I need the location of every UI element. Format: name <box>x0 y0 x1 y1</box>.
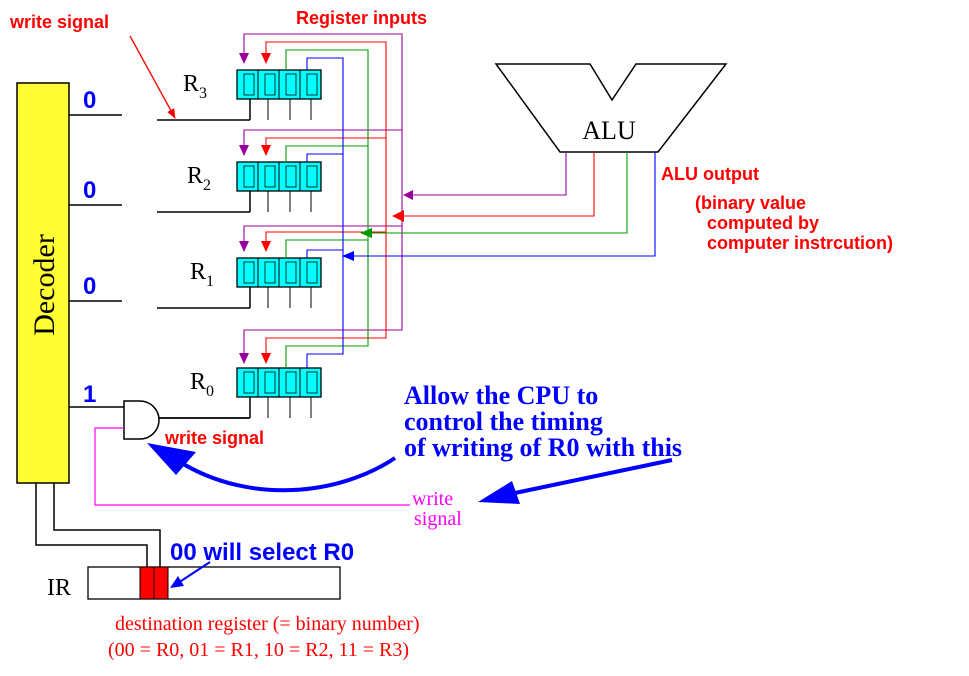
decoder: Decoder <box>16 82 70 484</box>
register-r3 <box>236 69 322 120</box>
decoder-output-0: 1 <box>83 381 96 408</box>
decoder-output-values: 0 0 0 1 <box>83 87 96 408</box>
write-small-line-2: signal <box>414 508 462 530</box>
cpu-note-line-1: Allow the CPU to <box>404 381 598 410</box>
select-arrowhead <box>170 576 184 588</box>
cpu-note-line-2: control the timing <box>404 407 603 436</box>
write-signal-gate-label: write signal <box>164 428 264 448</box>
cpu-control-arrow <box>178 456 397 493</box>
register-names: R3 R2 R1 R0 <box>183 71 214 400</box>
write-signal-wire <box>94 427 410 506</box>
alu-output-label: ALU output <box>661 164 759 184</box>
register-r2 <box>236 161 322 212</box>
alu-note-line-2: computed by <box>707 213 819 233</box>
register-name-r3: R3 <box>183 71 207 102</box>
alu-label: ALU <box>582 116 636 145</box>
register-name-r1: R1 <box>190 259 214 290</box>
alu-output-arrowheads <box>342 190 413 261</box>
alu-note-line-3: computer instrcution) <box>707 233 893 253</box>
and-gate <box>123 400 250 440</box>
register-inputs-label: Register inputs <box>296 8 427 28</box>
decoder-label: Decoder <box>28 234 61 336</box>
cpu-control-arrowhead <box>147 443 196 475</box>
decoder-output-3: 0 <box>83 87 96 114</box>
register-r0 <box>236 367 322 418</box>
alu-output-wires <box>350 152 656 257</box>
decoder-output-lines <box>35 99 251 568</box>
register-r1 <box>236 257 322 308</box>
alu: ALU <box>494 63 728 153</box>
ir-label: IR <box>47 575 71 601</box>
alu-note-line-1: (binary value <box>695 193 806 213</box>
write-signal-top-label: write signal <box>9 12 109 32</box>
select-note: 00 will select R0 <box>170 539 354 566</box>
register-name-r2: R2 <box>187 163 211 194</box>
write-signal-blue-arrow <box>514 458 673 495</box>
instruction-register <box>87 566 341 600</box>
select-pointer <box>177 561 211 584</box>
write-signal-pointer <box>129 35 176 119</box>
write-signal-blue-arrowhead <box>478 481 520 504</box>
cpu-note-line-3: of writing of R0 with this <box>404 433 682 462</box>
write-small-line-1: write <box>412 488 453 510</box>
decoder-output-2: 0 <box>83 177 96 204</box>
register-input-arrowheads <box>239 53 271 364</box>
destination-note-line-2: (00 = R0, 01 = R1, 10 = R2, 11 = R3) <box>108 639 409 661</box>
destination-note-line-1: destination register (= binary number) <box>115 613 420 635</box>
decoder-output-1: 0 <box>83 273 96 300</box>
register-name-r0: R0 <box>190 369 214 400</box>
